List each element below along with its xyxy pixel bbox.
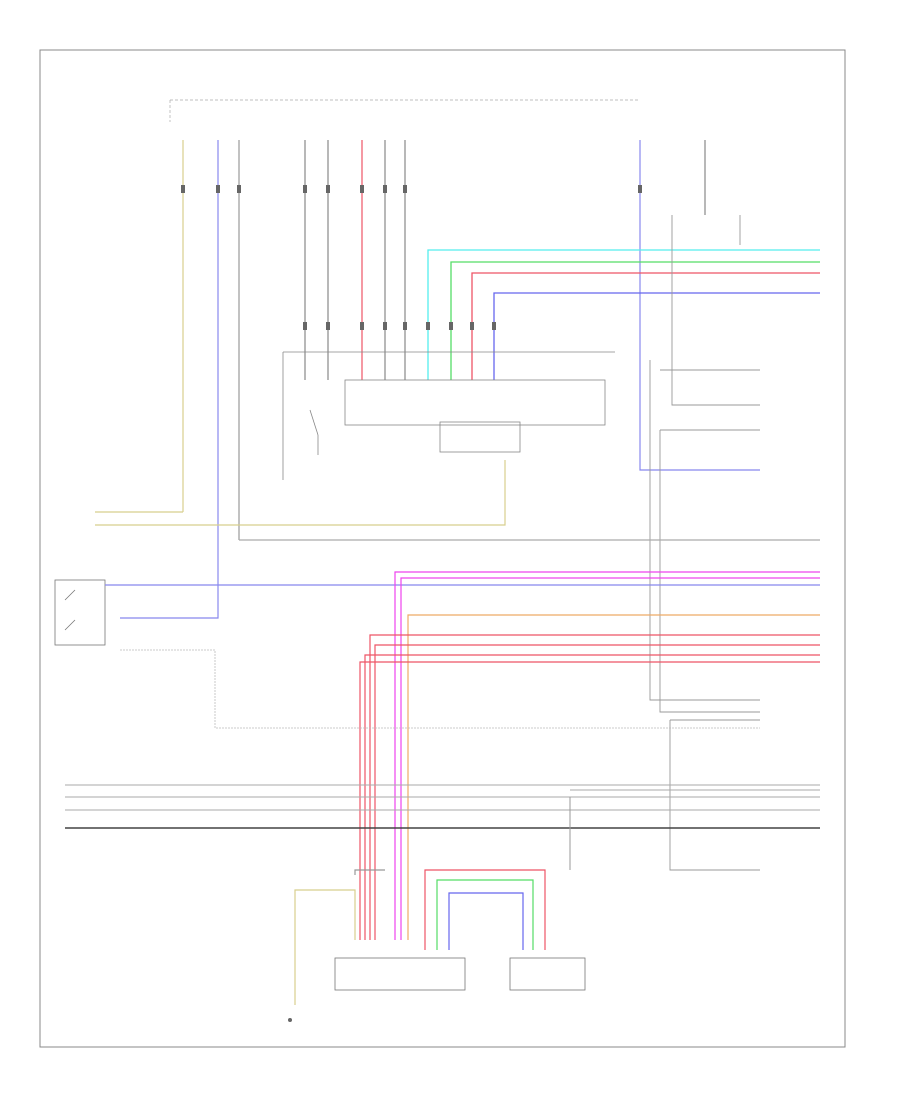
wire-group-feeds (427, 249, 820, 380)
wire-group-right-gray (649, 215, 760, 871)
wire-gray-bottom (354, 869, 385, 875)
wire-red-1 (369, 634, 820, 940)
left-front-door-lock-connector (334, 957, 466, 991)
mirror-switch-contact (64, 589, 76, 631)
wire-group-door-bundle (359, 571, 820, 940)
wire-green-feed (450, 261, 820, 380)
wire-green-bottom (436, 879, 534, 950)
wire-magenta-2 (400, 577, 820, 940)
diagram-frame (39, 49, 846, 1048)
right-front-door-lock-connector (509, 957, 586, 991)
ground-icon (288, 1018, 292, 1022)
wire-orange (407, 614, 820, 940)
wire-red-bottom (424, 869, 546, 950)
wire-group-top (120, 140, 760, 619)
wire-gray-dashed (120, 649, 760, 729)
wire-blue-bottom (448, 892, 524, 950)
mirror-switch-box (54, 579, 106, 646)
wire-yellow-horizontal (95, 460, 506, 526)
wire-blue-left (120, 140, 219, 619)
wire-cyan-feed (427, 249, 820, 380)
wire-red-3 (364, 654, 820, 940)
wire-magenta-1 (394, 571, 820, 940)
wire-group-left-connector (95, 460, 820, 541)
wire-red-2 (374, 644, 820, 940)
wire-group-bottom (294, 869, 546, 1005)
wire-group-lower-bus (65, 784, 820, 870)
connector-marks-top (181, 185, 642, 330)
wire-red-feed (471, 272, 820, 380)
wire-red-4 (359, 661, 820, 940)
wire-blue-feed (493, 292, 820, 380)
wire-blue-right (639, 140, 760, 471)
junction-block (282, 351, 615, 480)
wire-yellow-bottom (294, 889, 356, 1005)
